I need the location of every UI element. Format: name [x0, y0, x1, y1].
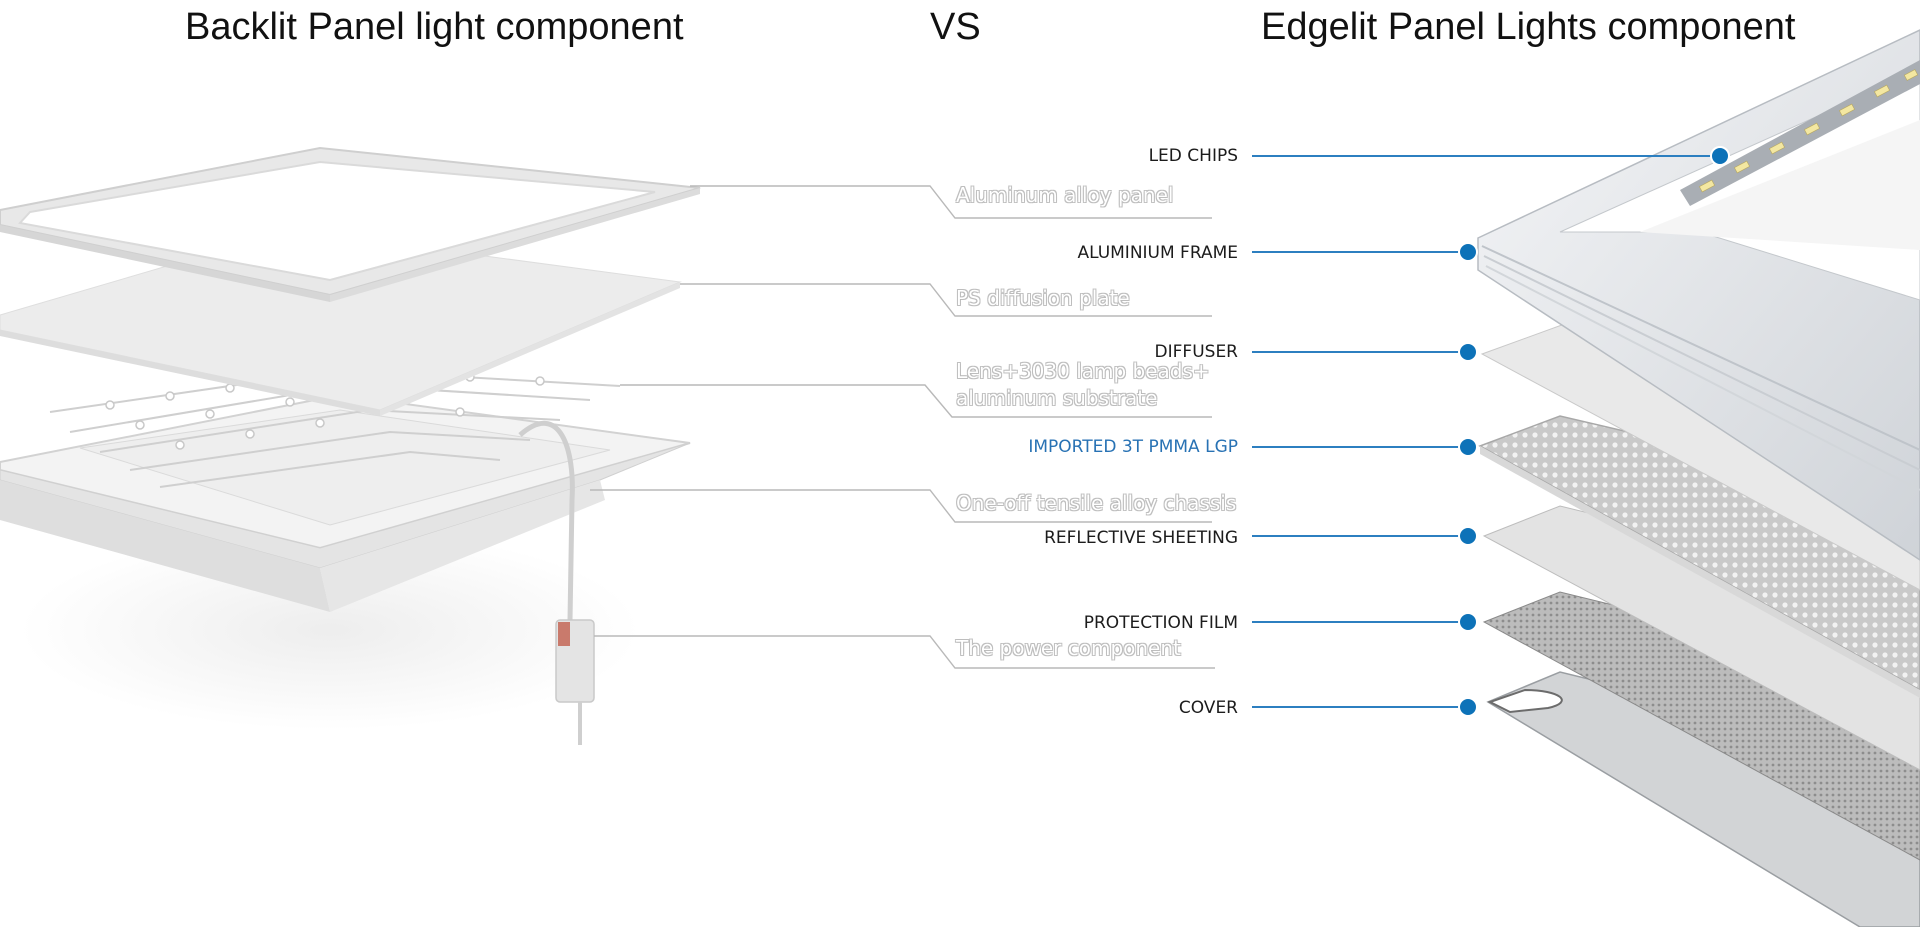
- backlit-title: Backlit Panel light component: [185, 6, 684, 48]
- label-aluminum-substrate: aluminum substrate: [956, 386, 1158, 410]
- label-aluminum-alloy-panel: Aluminum alloy panel: [956, 183, 1174, 207]
- label-diffuser: DIFFUSER: [1154, 342, 1238, 362]
- label-reflective-sheeting: REFLECTIVE SHEETING: [1044, 528, 1238, 548]
- label-cover: COVER: [1178, 698, 1238, 718]
- edgelit-callout-dots: [1458, 146, 1730, 717]
- backlit-diffusion-plate: [0, 229, 682, 416]
- label-alloy-chassis: One-off tensile alloy chassis: [956, 491, 1237, 515]
- label-lens-lamp-beads: Lens+3030 lamp beads+: [956, 359, 1210, 383]
- backlit-chassis: [0, 393, 691, 612]
- label-protection-film: PROTECTION FILM: [1083, 613, 1238, 633]
- edgelit-title: Edgelit Panel Lights component: [1261, 6, 1796, 48]
- label-power-component: The power component: [956, 636, 1181, 660]
- label-imported-pmma-lgp: IMPORTED 3T PMMA LGP: [1028, 437, 1238, 457]
- backlit-power-component: [518, 420, 595, 745]
- backlit-aluminum-frame: [0, 146, 701, 302]
- vs-label: VS: [930, 6, 981, 48]
- label-aluminium-frame: ALUMINIUM FRAME: [1077, 243, 1238, 263]
- backlit-leader-lines: [590, 185, 1215, 669]
- label-ps-diffusion-plate: PS diffusion plate: [956, 286, 1130, 310]
- edgelit-leader-lines: [1252, 155, 1720, 708]
- edgelit-led-chips: [1680, 60, 1920, 206]
- floor-shadow: [20, 530, 640, 730]
- label-led-chips: LED CHIPS: [1148, 146, 1238, 166]
- backlit-exploded-view: [0, 146, 701, 745]
- edgelit-layers: [1477, 29, 1920, 927]
